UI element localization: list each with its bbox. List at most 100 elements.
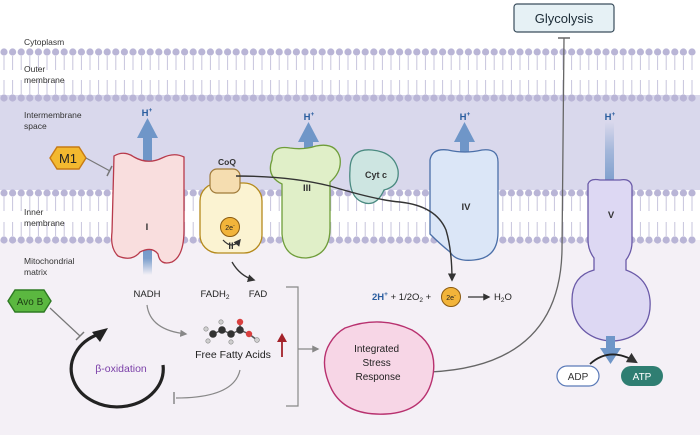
lipid-head (396, 94, 404, 102)
fadh2-to-fad-arrow (231, 261, 256, 283)
lipid-head (335, 236, 343, 244)
region-outer-line2: membrane (24, 75, 65, 85)
lipid-head (60, 48, 68, 56)
complex-II-label: II (228, 241, 233, 252)
lipid-head (671, 189, 679, 197)
lipid-head (611, 48, 619, 56)
ffa-increase-arrow-head (277, 333, 287, 342)
lipid-head (69, 189, 77, 197)
lipid-head (318, 48, 326, 56)
lipid-head (215, 94, 223, 102)
proton-label-III: H+ (304, 111, 315, 123)
lipid-head (9, 94, 17, 102)
lipid-head (0, 94, 8, 102)
complex-III-label: III (303, 183, 311, 194)
lipid-head (421, 48, 429, 56)
lipid-head (688, 48, 696, 56)
lipid-head (593, 94, 602, 102)
lipid-head (241, 48, 249, 56)
lipid-head (645, 94, 653, 102)
water-label: H2O (494, 292, 512, 304)
lipid-head (267, 48, 275, 56)
lipid-head (26, 48, 34, 56)
lipid-head (292, 94, 300, 102)
lipid-head (619, 48, 627, 56)
complex-V-label: V (608, 210, 615, 221)
atp-pill (621, 366, 663, 386)
avob-label: Avo B (17, 297, 44, 308)
lipid-head (439, 94, 447, 102)
eq-2h: 2H (372, 292, 384, 303)
beta-oxidation-cycle (69, 332, 165, 409)
region-outer-membrane: Outer membrane (24, 64, 65, 85)
lipid-head (413, 189, 421, 197)
lipid-head (43, 189, 51, 197)
lipid-head (636, 94, 645, 102)
lipid-head (172, 94, 180, 102)
lipid-head (310, 48, 318, 56)
nadh-to-ffa-arrow (146, 304, 188, 337)
lipid-head (189, 94, 197, 102)
lipid-head (404, 236, 412, 244)
lipid-head (387, 236, 395, 244)
lipid-head (43, 94, 51, 102)
adp-label: ADP (568, 372, 589, 383)
lipid-head (52, 189, 60, 197)
lipid-head (86, 48, 94, 56)
complex-I-label: I (146, 222, 149, 233)
lipid-head (52, 48, 60, 56)
lipid-head (568, 189, 576, 197)
lipid-head (215, 48, 223, 56)
lipid-head (52, 94, 60, 102)
lipid-head (198, 94, 206, 102)
lipid-head (77, 94, 85, 102)
lipid-head (645, 48, 653, 56)
lipid-head (662, 236, 670, 244)
lipid-head (507, 94, 515, 102)
lipid-head (413, 236, 421, 244)
lipid-head (611, 94, 619, 102)
lipid-head (413, 94, 421, 102)
electron-IV-label: 2e- (446, 293, 456, 302)
isr-line3: Response (355, 372, 400, 383)
lipid-head (593, 48, 602, 56)
lipid-head (396, 189, 404, 197)
fad-label: FAD (249, 289, 268, 300)
lipid-head (112, 48, 120, 56)
lipid-head (507, 236, 515, 244)
lipid-head (490, 94, 498, 102)
lipid-head (69, 48, 77, 56)
lipid-head (370, 94, 378, 102)
glycolysis-label: Glycolysis (535, 11, 594, 26)
lipid-head (516, 48, 524, 56)
lipid-head (292, 48, 300, 56)
lipid-head (662, 94, 670, 102)
lipid-head (26, 236, 34, 244)
adp-pill (556, 365, 600, 387)
lipid-head (550, 48, 559, 56)
lipid-head (163, 48, 171, 56)
lipid-head (335, 94, 343, 102)
glycolysis-box (513, 3, 615, 33)
complex-III (269, 144, 341, 259)
lipid-head (138, 48, 146, 56)
lipid-head (258, 94, 266, 102)
lipid-head (0, 236, 8, 244)
lipid-head (636, 236, 645, 244)
lipid-head (241, 94, 249, 102)
lipid-head (112, 94, 120, 102)
lipid-head (34, 48, 43, 56)
lipid-head (559, 236, 567, 244)
lipid-head (17, 189, 25, 197)
lipid-head (275, 48, 283, 56)
region-intermembrane-line1: Intermembrane (24, 110, 82, 120)
lipid-head (155, 94, 163, 102)
lipid-head (662, 189, 670, 197)
lipid-head (456, 48, 464, 56)
region-inner-line1: Inner (24, 207, 44, 217)
lipid-head (576, 94, 584, 102)
adp-to-atp-arrow (589, 352, 638, 365)
lipid-head (224, 94, 232, 102)
isr-line1: Integrated (354, 344, 399, 355)
lipid-head (542, 94, 550, 102)
